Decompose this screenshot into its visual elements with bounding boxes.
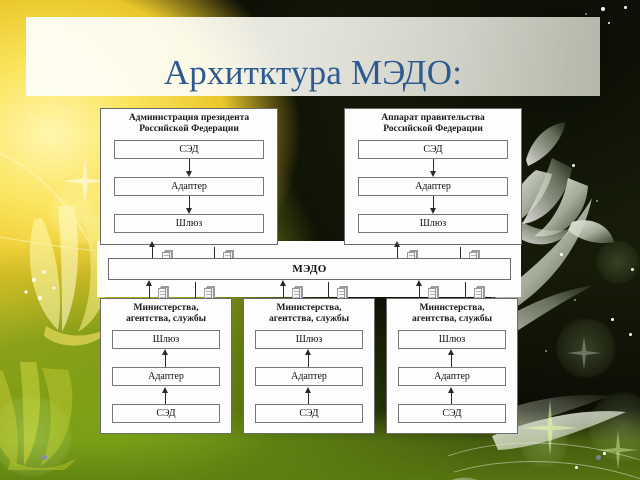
node-gateway[interactable]: Шлюз <box>255 330 363 349</box>
node-adapter[interactable]: Адаптер <box>114 177 264 196</box>
title-band <box>26 17 600 96</box>
arrow-up-to-hub <box>416 280 422 304</box>
document-icon <box>428 286 439 300</box>
arrow-up <box>448 349 454 367</box>
org-title: Министерства, агентства, службы <box>125 303 207 324</box>
arrow-up <box>162 349 168 367</box>
node-sed[interactable]: СЭД <box>255 404 363 423</box>
architecture-diagram: Администрация президента Российской Феде… <box>97 108 522 434</box>
node-adapter[interactable]: Адаптер <box>398 367 506 386</box>
org-title: Аппарат правительства Российской Федерац… <box>381 113 485 134</box>
org-title: Министерства, агентства, службы <box>268 303 350 324</box>
node-gateway[interactable]: Шлюз <box>114 214 264 233</box>
node-adapter[interactable]: Адаптер <box>112 367 220 386</box>
arrow-down <box>186 159 192 177</box>
arrow-up <box>305 349 311 367</box>
arrow-down <box>430 159 436 177</box>
arrow-up-to-hub <box>280 280 286 304</box>
arrow-up-to-org <box>394 241 400 268</box>
node-gateway[interactable]: Шлюз <box>112 330 220 349</box>
document-icon <box>158 286 169 300</box>
page-title: Архитктура МЭДО: <box>163 53 463 92</box>
node-gateway[interactable]: Шлюз <box>398 330 506 349</box>
arrow-up <box>448 387 454 404</box>
node-gateway[interactable]: Шлюз <box>358 214 508 233</box>
document-icon <box>337 286 348 300</box>
org-title: Министерства, агентства, службы <box>411 303 493 324</box>
arrow-up-to-hub <box>146 280 152 304</box>
node-sed[interactable]: СЭД <box>112 404 220 423</box>
node-sed[interactable]: СЭД <box>358 140 508 159</box>
node-sed[interactable]: СЭД <box>114 140 264 159</box>
hub-medo-bar[interactable]: МЭДО <box>108 258 511 280</box>
org-title: Администрация президента Российской Феде… <box>128 113 250 134</box>
node-sed[interactable]: СЭД <box>398 404 506 423</box>
node-adapter[interactable]: Адаптер <box>255 367 363 386</box>
node-adapter[interactable]: Адаптер <box>358 177 508 196</box>
arrow-up <box>162 387 168 404</box>
arrow-down <box>430 196 436 214</box>
arrow-up <box>305 387 311 404</box>
arrow-down <box>186 196 192 214</box>
arrow-up-to-org <box>149 241 155 268</box>
